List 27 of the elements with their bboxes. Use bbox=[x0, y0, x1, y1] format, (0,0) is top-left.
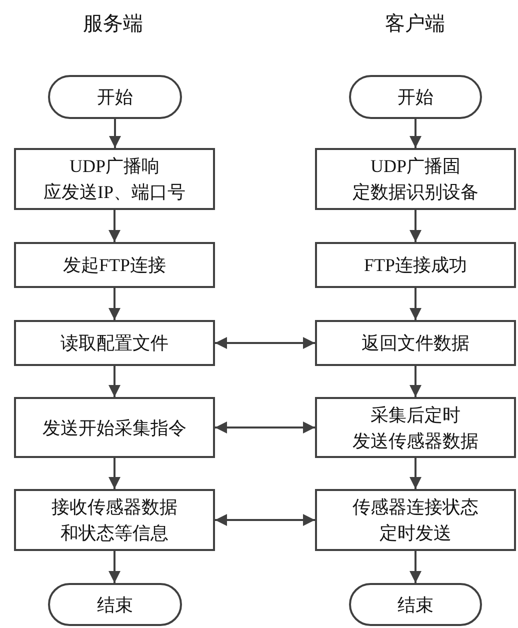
arrow bbox=[410, 210, 422, 242]
process-box: 发送开始采集指令 bbox=[14, 397, 215, 458]
process-box: 发起FTP连接 bbox=[14, 242, 215, 288]
process-box: UDP广播固定数据识别设备 bbox=[315, 148, 516, 210]
arrow bbox=[215, 514, 315, 526]
process-box: 返回文件数据 bbox=[315, 320, 516, 366]
process-box: 采集后定时发送传感器数据 bbox=[315, 397, 516, 458]
arrow bbox=[108, 458, 120, 489]
arrow bbox=[108, 551, 120, 583]
process-box: 接收传感器数据和状态等信息 bbox=[14, 489, 215, 551]
column-heading: 客户端 bbox=[385, 12, 445, 37]
arrow bbox=[215, 422, 315, 434]
arrow bbox=[108, 288, 120, 320]
arrow bbox=[410, 366, 422, 397]
column-heading: 服务端 bbox=[83, 12, 143, 37]
process-box: UDP广播响应发送IP、端口号 bbox=[14, 148, 215, 210]
arrow bbox=[410, 119, 422, 148]
process-box: FTP连接成功 bbox=[315, 242, 516, 288]
arrow bbox=[108, 366, 120, 397]
arrow bbox=[215, 337, 315, 349]
arrow bbox=[108, 210, 120, 242]
arrow bbox=[410, 288, 422, 320]
process-box: 读取配置文件 bbox=[14, 320, 215, 366]
process-box: 传感器连接状态定时发送 bbox=[315, 489, 516, 551]
arrow bbox=[109, 119, 121, 148]
arrow bbox=[410, 551, 422, 583]
arrow bbox=[410, 458, 422, 489]
